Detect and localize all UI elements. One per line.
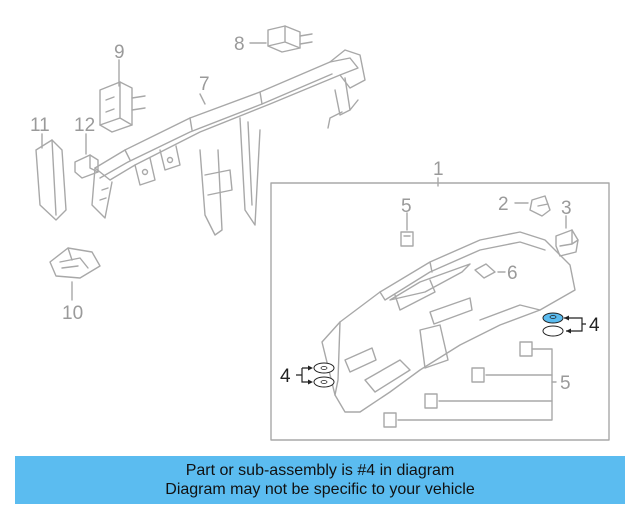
clip-6 [474, 263, 496, 279]
callout-2: 2 [498, 194, 509, 215]
cushion-4-left [296, 362, 335, 388]
callout-4-left: 4 [280, 366, 291, 387]
bracket-3 [555, 229, 579, 257]
cross-car-beam [91, 49, 366, 236]
callout-4-right: 4 [589, 315, 600, 336]
clip-5-top [400, 231, 414, 247]
bracket-8 [267, 25, 313, 53]
leader-lines [41, 42, 567, 301]
cushion-4-highlighted [542, 312, 564, 324]
callout-12: 12 [74, 115, 95, 136]
clip-12 [74, 154, 99, 179]
banner-line-2: Diagram may not be specific to your vehi… [165, 481, 475, 498]
cushion-4-right [542, 312, 586, 337]
callout-11: 11 [30, 115, 50, 136]
banner-line-1: Part or sub-assembly is #4 in diagram [185, 462, 455, 479]
callout-7: 7 [199, 74, 210, 95]
assembly-1-frame [270, 182, 610, 441]
callout-1: 1 [433, 159, 444, 180]
callout-10: 10 [62, 303, 83, 324]
leader-lines-5 [397, 348, 557, 421]
callout-9: 9 [114, 42, 125, 63]
callout-3: 3 [561, 198, 572, 219]
bracket-9 [99, 81, 146, 133]
clip-2 [529, 195, 551, 217]
bracket-10 [49, 247, 101, 279]
callout-5-top: 5 [401, 196, 412, 217]
cushion-4-plain [542, 325, 564, 337]
side-cover-11 [35, 139, 67, 221]
instrument-panel [321, 231, 576, 413]
callout-5-right: 5 [560, 373, 571, 394]
info-banner: Part or sub-assembly is #4 in diagram Di… [15, 456, 625, 504]
parts-diagram: 1 2 3 4 4 5 5 6 7 8 9 10 11 12 [30, 25, 610, 441]
callout-6: 6 [507, 263, 518, 284]
clip-5-group [383, 341, 533, 428]
callout-8: 8 [234, 34, 245, 55]
